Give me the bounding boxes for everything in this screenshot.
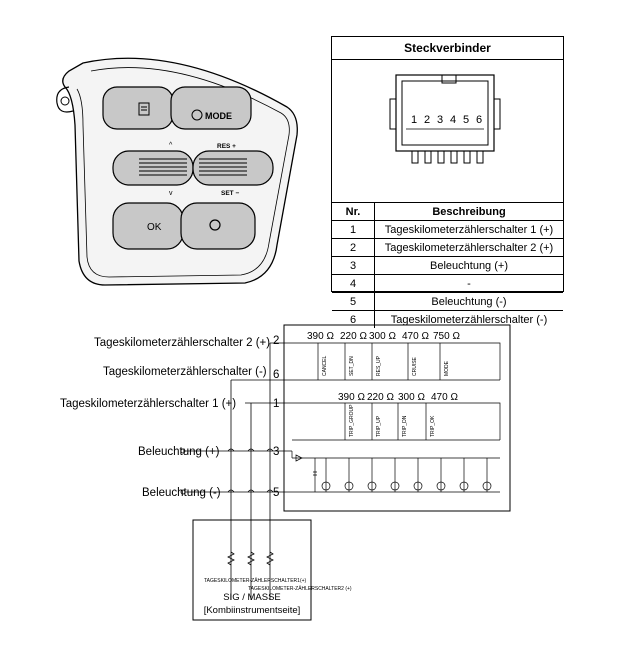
pin-label: 2 (424, 114, 430, 126)
rocker-ridges (139, 158, 247, 176)
label-tsw1: Tageskilometerzählerschalter 1 (+) (60, 398, 236, 410)
col-nr: Nr. (332, 202, 375, 221)
down-arrow: v (169, 190, 173, 197)
pin-label: 5 (463, 114, 469, 126)
rim-clip (56, 86, 74, 113)
resistor-r1: 300 Ω (369, 331, 396, 342)
pin-table-header: Nr. Beschreibung (332, 202, 563, 221)
pin-nr: 4 (332, 274, 375, 293)
label-tswneg: Tageskilometerzählerschalter (-) (103, 366, 267, 378)
cluster-label-2: TAGESKILOMETER-ZÄHLERSCHALTER2 (+) (248, 585, 352, 592)
cluster-side: [Kombiinstrumentseite] (204, 605, 301, 616)
pin-2: 2 (273, 335, 279, 347)
pin-desc: Tageskilometerzählerschalter 2 (+) (374, 238, 563, 257)
switch-label: TRIP_OK (430, 415, 436, 437)
cluster-box (192, 519, 312, 621)
pin-label: 1 (411, 114, 417, 126)
pin-nr: 5 (332, 292, 375, 311)
resistor-r2: 300 Ω (398, 392, 425, 403)
pin-nr: 3 (332, 256, 375, 275)
pin-label: 3 (437, 114, 443, 126)
led-array (321, 458, 492, 492)
col-beschreibung: Beschreibung (374, 202, 563, 221)
sig-masse: SIG / MASSE (223, 592, 281, 603)
pin-1: 1 (273, 398, 279, 410)
connector-drawing: 1 2 3 4 5 6 (389, 74, 501, 164)
up-arrow: ^ (169, 142, 173, 149)
switch-label: TRIP_UP (376, 415, 382, 437)
mode-gauge-icon (191, 109, 203, 121)
switch-module-box (283, 324, 511, 512)
pin-label: 4 (450, 114, 456, 126)
switch-label: CRUISE (412, 356, 418, 376)
pin-nr: 2 (332, 238, 375, 257)
circle-icon (209, 219, 221, 231)
pin-3: 3 (273, 446, 279, 458)
switch-label: TRIP_DN (402, 415, 408, 437)
circle-button[interactable] (180, 202, 256, 250)
ok-label: OK (147, 222, 162, 233)
switch-label: TRIP_GROUP (349, 404, 355, 437)
pin-desc: Beleuchtung (+) (374, 256, 563, 275)
connector-panel: Steckverbinder 1 2 3 4 5 6 Nr. Beschreib… (331, 36, 564, 328)
cluster-label-1: TAGESKILOMETER-ZÄHLERSCHALTER1(+) (204, 577, 307, 584)
resistor-r2: 220 Ω (367, 392, 394, 403)
pin-nr: 1 (332, 220, 375, 239)
steering-switch-illustration: MODE ^ RES + v SET − OK (56, 57, 298, 286)
resistor-r1: 220 Ω (340, 331, 367, 342)
resistor-r1: 750 Ω (433, 331, 460, 342)
pin-desc: Beleuchtung (-) (374, 292, 563, 311)
list-icon (138, 102, 150, 116)
set-label: SET − (221, 190, 239, 197)
label-tsw2: Tageskilometerzählerschalter 2 (+) (94, 337, 270, 349)
label-illum-neg: Beleuchtung (-) (142, 487, 221, 499)
table-row: 4- (332, 274, 563, 293)
resistor-r2: 390 Ω (338, 392, 365, 403)
res-label: RES + (217, 143, 236, 150)
switch-label: MODE (444, 360, 450, 376)
switch-label: RES_UP (376, 355, 382, 376)
pin-label: 6 (476, 114, 482, 126)
label-illum-pos: Beleuchtung (+) (138, 446, 220, 458)
pin-desc: Tageskilometerzählerschalter (-) (374, 310, 563, 328)
connector-title: Steckverbinder (332, 37, 563, 60)
resistor-r2: 470 Ω (431, 392, 458, 403)
pin-6: 6 (273, 369, 279, 381)
pin-nr: 6 (332, 310, 375, 328)
switch-label: SET_DN (349, 356, 355, 376)
switch-label: CANCEL (322, 355, 328, 376)
pin-5: 5 (273, 487, 279, 499)
pin-desc: Tageskilometerzählerschalter 1 (+) (374, 220, 563, 239)
mode-button[interactable] (170, 86, 252, 130)
mode-label: MODE (205, 111, 232, 121)
pin-desc: - (374, 274, 563, 293)
resistor-r1: 470 Ω (402, 331, 429, 342)
resistor-r1: 390 Ω (307, 331, 334, 342)
